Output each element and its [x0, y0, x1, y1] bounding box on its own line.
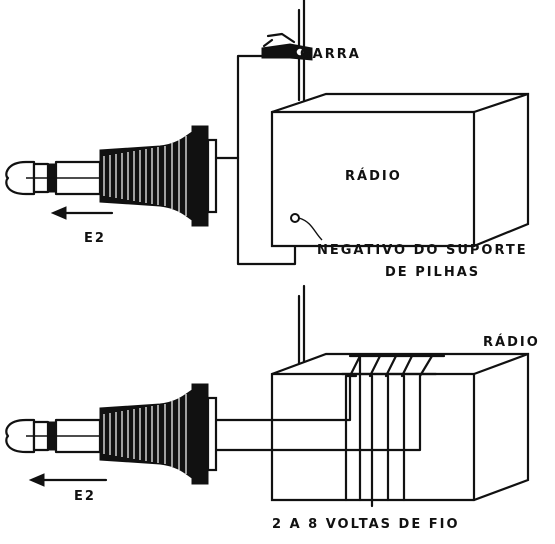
bottom-radio-label: RÁDIO	[483, 334, 540, 350]
top-wire-clip	[236, 54, 264, 160]
bottom-diagram: RÁDIO	[5, 284, 540, 532]
top-radio-box	[270, 92, 530, 248]
turns-label: 2 A 8 VOLTAS DE FIO	[272, 517, 460, 532]
bottom-arrow-icon	[28, 473, 108, 487]
top-arrow-icon	[50, 206, 114, 220]
garra-label: GARRA	[300, 47, 361, 62]
wire-coil	[214, 354, 446, 508]
negativo-label-line1: NEGATIVO DO SUPORTE	[317, 243, 528, 258]
bottom-arrow-label: E2	[74, 489, 96, 504]
negativo-leader	[298, 217, 323, 241]
top-phone-plug	[5, 125, 240, 227]
top-radio-label: RÁDIO	[345, 168, 402, 184]
garra-clip-icon	[261, 32, 313, 61]
negativo-label-line2: DE PILHAS	[385, 265, 480, 280]
top-arrow-label: E2	[84, 231, 106, 246]
bottom-phone-plug	[5, 383, 218, 485]
top-diagram: GARRA RÁDIO NEGATIVO DO SUPORTE DE PILHA…	[5, 0, 530, 280]
bottom-radio-box	[270, 352, 530, 502]
